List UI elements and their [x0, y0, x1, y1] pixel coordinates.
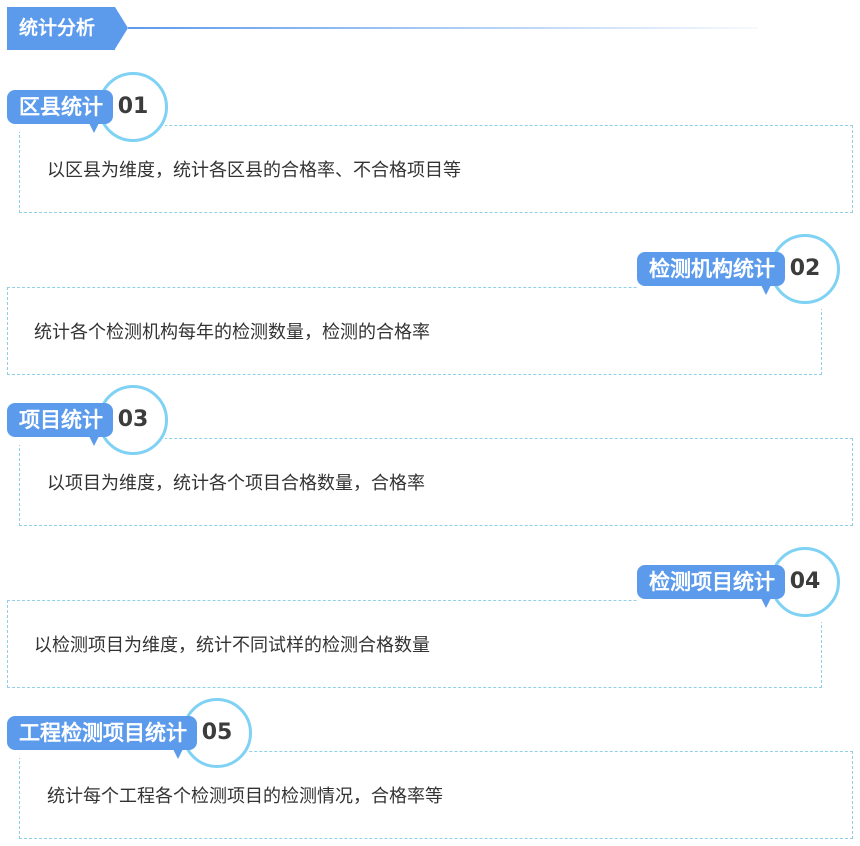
item-box: 以项目为维度，统计各个项目合格数量，合格率	[19, 438, 853, 526]
item-header: 工程检测项目统计 05	[7, 698, 252, 768]
item-title: 工程检测项目统计	[7, 716, 197, 759]
item-description: 以项目为维度，统计各个项目合格数量，合格率	[47, 473, 425, 494]
item-box: 统计每个工程各个检测项目的检测情况，合格率等	[19, 751, 853, 839]
stat-item-engineering: 统计每个工程各个检测项目的检测情况，合格率等 工程检测项目统计 05	[0, 698, 860, 846]
item-description: 统计每个工程各个检测项目的检测情况，合格率等	[47, 786, 443, 807]
stat-item-project: 以项目为维度，统计各个项目合格数量，合格率 项目统计 03	[0, 385, 860, 538]
item-box: 以检测项目为维度，统计不同试样的检测合格数量	[7, 600, 822, 688]
item-description: 统计各个检测机构每年的检测数量，检测的合格率	[34, 322, 430, 343]
item-title: 区县统计	[7, 90, 113, 133]
item-title: 检测机构统计	[637, 252, 785, 295]
item-header: 区县统计 01	[7, 72, 168, 142]
item-description: 以区县为维度，统计各区县的合格率、不合格项目等	[47, 160, 461, 181]
item-number: 02	[770, 234, 840, 304]
item-box: 以区县为维度，统计各区县的合格率、不合格项目等	[19, 125, 853, 213]
item-title: 检测项目统计	[637, 565, 785, 608]
section-divider	[128, 27, 758, 29]
item-title: 项目统计	[7, 403, 113, 446]
item-number: 04	[770, 547, 840, 617]
stat-item-agency: 统计各个检测机构每年的检测数量，检测的合格率 检测机构统计 02	[0, 234, 860, 387]
stat-item-test-item: 以检测项目为维度，统计不同试样的检测合格数量 检测项目统计 04	[0, 547, 860, 700]
section-title: 统计分析	[7, 7, 128, 50]
item-number: 05	[182, 698, 252, 768]
item-box: 统计各个检测机构每年的检测数量，检测的合格率	[7, 287, 822, 375]
item-header: 检测项目统计 04	[637, 547, 840, 617]
item-number: 03	[98, 385, 168, 455]
item-number: 01	[98, 72, 168, 142]
item-header: 项目统计 03	[7, 385, 168, 455]
item-description: 以检测项目为维度，统计不同试样的检测合格数量	[34, 635, 430, 656]
stat-item-district: 以区县为维度，统计各区县的合格率、不合格项目等 区县统计 01	[0, 72, 860, 225]
